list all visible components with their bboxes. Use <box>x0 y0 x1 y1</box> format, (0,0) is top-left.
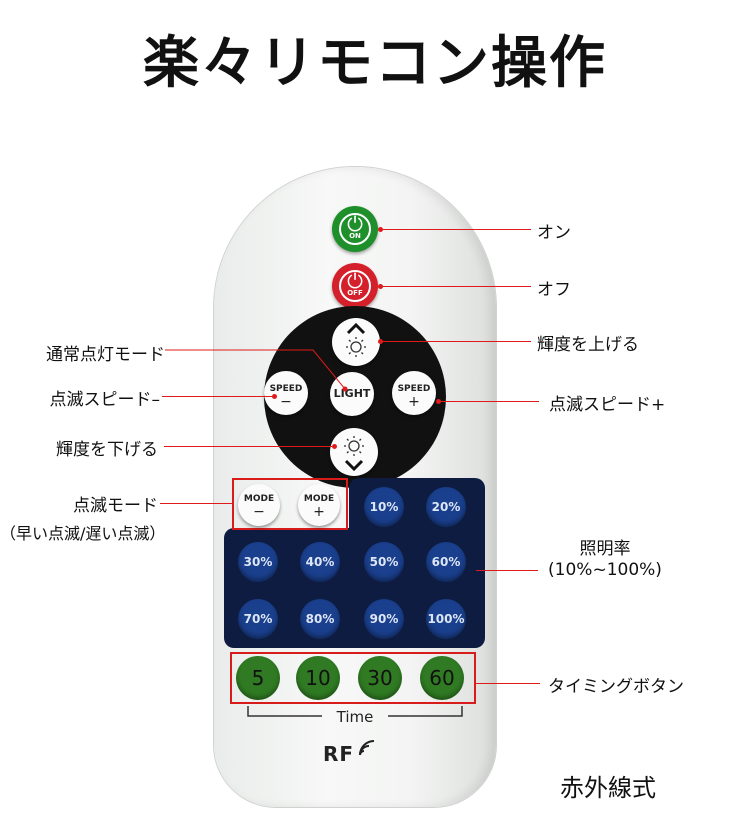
timer-30-button[interactable]: 30 <box>358 656 402 700</box>
callout-dot <box>378 227 383 232</box>
brightness-40-button[interactable]: 40% <box>300 542 340 582</box>
callout-dot <box>378 284 383 289</box>
callout-line-brightness-panel <box>476 570 538 571</box>
label-flash-speed-down: 点滅スピード– <box>49 390 161 410</box>
callout-line-light <box>165 349 348 392</box>
timer-10-button[interactable]: 10 <box>296 656 340 700</box>
callout-dot <box>378 339 383 344</box>
time-bracket <box>247 706 463 717</box>
brightness-up-icon <box>346 322 366 357</box>
label-flash-mode-note: （早い点滅/遅い点滅） <box>0 524 166 543</box>
callout-line-off <box>381 286 531 287</box>
callout-line-timer <box>476 683 540 684</box>
time-label: Time <box>336 708 374 726</box>
off-button[interactable]: ⏻ OFF <box>332 263 378 309</box>
brightness-60-button[interactable]: 60% <box>426 542 466 582</box>
label-normal-light-mode: 通常点灯モード <box>46 345 165 365</box>
label-illumination-rate: 照明率 <box>579 539 631 559</box>
label-on: オン <box>537 223 571 243</box>
page-title: 楽々リモコン操作 <box>143 31 607 96</box>
label-brightness-up: 輝度を上げる <box>537 335 639 355</box>
speed-minus-button[interactable]: SPEED − <box>264 371 308 415</box>
brightness-50-button[interactable]: 50% <box>364 542 404 582</box>
mode-minus-button[interactable]: MODE − <box>238 484 280 526</box>
timer-60-button[interactable]: 60 <box>420 656 464 700</box>
brightness-down-button[interactable] <box>330 428 378 476</box>
callout-line-mode <box>160 503 232 504</box>
brightness-up-button[interactable] <box>332 318 380 366</box>
callout-line-brightness-down <box>164 446 334 447</box>
callout-dot <box>332 444 337 449</box>
brightness-90-button[interactable]: 90% <box>364 599 404 639</box>
label-brightness-down: 輝度を下げる <box>56 440 158 460</box>
timer-highlight-box <box>230 652 476 704</box>
label-off: オフ <box>537 280 571 300</box>
timer-5-button[interactable]: 5 <box>236 656 280 700</box>
mode-plus-button[interactable]: MODE + <box>298 484 340 526</box>
callout-line-on <box>381 229 531 230</box>
label-infrared: 赤外線式 <box>560 774 656 802</box>
label-illumination-range: (10%~100%) <box>548 560 662 580</box>
label-flash-mode: 点滅モード <box>73 496 158 516</box>
power-icon: ⏻ <box>347 269 363 293</box>
brightness-down-icon <box>344 436 364 472</box>
mode-highlight-box <box>232 478 348 530</box>
speed-plus-button[interactable]: SPEED + <box>392 371 436 415</box>
brightness-20-button[interactable]: 20% <box>426 487 466 527</box>
signal-icon <box>359 740 375 756</box>
brightness-80-button[interactable]: 80% <box>300 599 340 639</box>
brightness-30-button[interactable]: 30% <box>238 542 278 582</box>
brightness-100-button[interactable]: 100% <box>426 599 466 639</box>
callout-line-speed-up <box>439 401 539 402</box>
callout-line-speed-down <box>162 396 274 397</box>
label-flash-speed-up: 点滅スピード+ <box>549 395 666 415</box>
power-icon: ⏻ <box>347 212 363 236</box>
callout-dot <box>436 399 441 404</box>
callout-line-brightness-up <box>381 341 531 342</box>
callout-dot <box>272 394 277 399</box>
label-timing-button: タイミングボタン <box>548 677 684 697</box>
brightness-70-button[interactable]: 70% <box>238 599 278 639</box>
on-button[interactable]: ⏻ ON <box>332 206 378 252</box>
rf-logo: RF <box>323 742 355 766</box>
brightness-10-button[interactable]: 10% <box>364 487 404 527</box>
